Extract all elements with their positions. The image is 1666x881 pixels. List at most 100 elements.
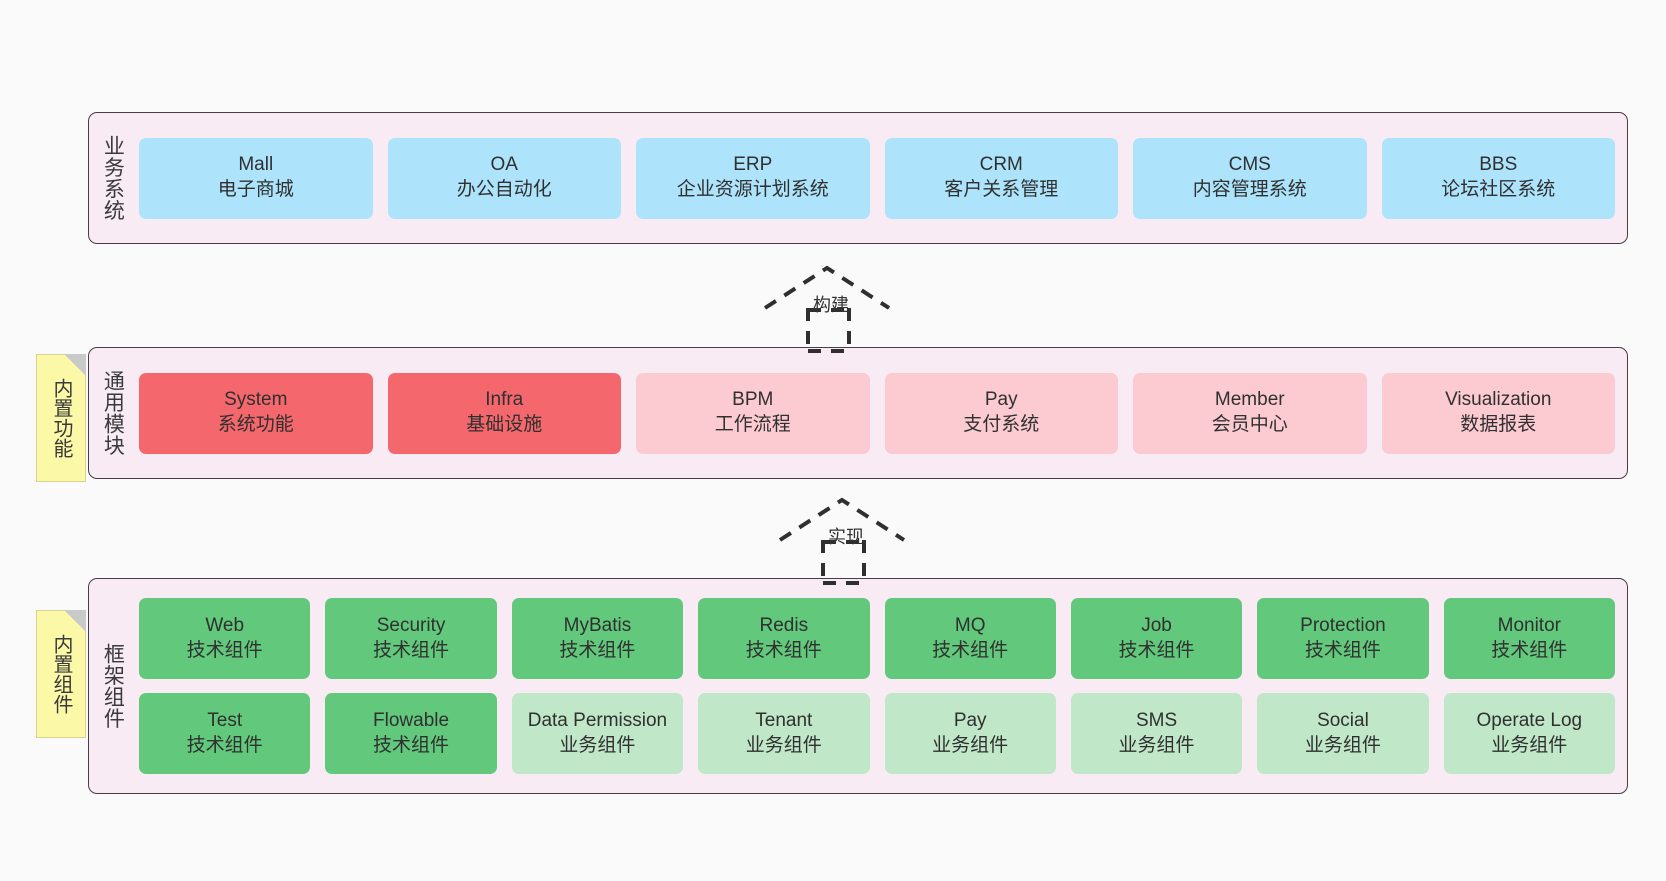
card-sms[interactable]: SMS 业务组件 [1070,693,1243,774]
card-subtitle: 系统功能 [217,414,294,435]
card-monitor[interactable]: Monitor 技术组件 [1443,598,1615,679]
card-subtitle: 支付系统 [963,414,1040,435]
card-subtitle: 企业资源计划系统 [676,179,829,200]
arrow-implement: 实现 [760,490,935,585]
card-subtitle: 业务组件 [1118,734,1195,756]
card-row: Test 技术组件 Flowable 技术组件 Data Permission … [139,693,1615,774]
card-subtitle: 论坛社区系统 [1441,179,1556,200]
card-subtitle: 技术组件 [186,734,263,756]
card-title: BBS [1479,154,1518,176]
card-title: Visualization [1445,389,1552,411]
card-title: Test [207,709,243,731]
card-title: CRM [979,154,1023,176]
card-title: Tenant [755,709,813,731]
layer-title-common-module: 通用模块 [101,370,125,456]
card-data-permission[interactable]: Data Permission 业务组件 [511,693,684,774]
card-title: ERP [733,154,773,176]
card-pay-module[interactable]: Pay 支付系统 [884,372,1118,454]
card-pay-component[interactable]: Pay 业务组件 [884,693,1056,774]
layer-body-common-module: System 系统功能 Infra 基础设施 BPM 工作流程 Pay 支付系统… [135,348,1627,478]
card-subtitle: 技术组件 [373,639,450,661]
card-subtitle: 基础设施 [466,414,543,435]
card-title: MQ [954,614,986,636]
note-builtin-component[interactable]: 内置组件 [36,610,86,738]
card-member[interactable]: Member 会员中心 [1133,372,1367,454]
card-tenant[interactable]: Tenant 业务组件 [698,693,870,774]
card-subtitle: 客户关系管理 [944,179,1059,200]
arrow-build-icon [763,265,891,353]
card-subtitle: 业务组件 [559,734,636,756]
card-bbs[interactable]: BBS 论坛社区系统 [1381,137,1615,219]
card-bpm[interactable]: BPM 工作流程 [636,372,870,454]
card-subtitle: 技术组件 [186,639,263,661]
card-subtitle: 技术组件 [745,639,822,661]
card-flowable[interactable]: Flowable 技术组件 [325,693,497,774]
card-title: OA [490,154,518,176]
card-title: Job [1141,614,1172,636]
card-test[interactable]: Test 技术组件 [139,693,311,774]
card-protection[interactable]: Protection 技术组件 [1257,598,1429,679]
card-title: Member [1214,389,1285,411]
card-mybatis[interactable]: MyBatis 技术组件 [511,598,684,679]
layer-title-framework-component: 框架组件 [101,643,125,729]
card-title: Web [205,614,245,636]
card-subtitle: 电子商城 [217,179,294,200]
card-title: Monitor [1497,614,1561,636]
card-title: CMS [1228,154,1271,176]
card-subtitle: 技术组件 [1304,639,1381,661]
card-security[interactable]: Security 技术组件 [325,598,497,679]
note-builtin-function[interactable]: 内置功能 [36,354,86,482]
card-redis[interactable]: Redis 技术组件 [698,598,870,679]
card-subtitle: 业务组件 [745,734,822,756]
card-row: Mall 电子商城 OA 办公自动化 ERP 企业资源计划系统 CRM 客户关系… [139,137,1615,219]
card-subtitle: 数据报表 [1460,414,1537,435]
card-title: Data Permission [527,709,668,731]
card-mall[interactable]: Mall 电子商城 [139,137,373,219]
card-subtitle: 技术组件 [1118,639,1195,661]
card-subtitle: 技术组件 [559,639,636,661]
card-title: BPM [732,389,774,411]
card-title: Pay [984,389,1018,411]
card-title: Redis [759,614,809,636]
card-subtitle: 业务组件 [1491,734,1568,756]
card-system[interactable]: System 系统功能 [139,372,373,454]
layer-body-business-system: Mall 电子商城 OA 办公自动化 ERP 企业资源计划系统 CRM 客户关系… [135,113,1627,243]
card-infra[interactable]: Infra 基础设施 [387,372,621,454]
card-subtitle: 业务组件 [1304,734,1381,756]
arrow-build-label: 构建 [813,295,849,315]
card-subtitle: 技术组件 [932,639,1009,661]
card-subtitle: 业务组件 [932,734,1009,756]
card-erp[interactable]: ERP 企业资源计划系统 [636,137,870,219]
card-title: Pay [953,709,987,731]
card-title: Mall [238,154,274,176]
card-title: Social [1317,709,1369,731]
card-oa[interactable]: OA 办公自动化 [387,137,621,219]
layer-common-module[interactable]: 通用模块 System 系统功能 Infra 基础设施 BPM 工作流程 Pay… [88,347,1628,479]
card-title: SMS [1135,709,1178,731]
card-web[interactable]: Web 技术组件 [139,598,311,679]
card-cms[interactable]: CMS 内容管理系统 [1133,137,1367,219]
card-title: MyBatis [563,614,632,636]
card-title: Security [376,614,446,636]
card-subtitle: 技术组件 [1491,639,1568,661]
card-title: Flowable [373,709,450,731]
card-title: Infra [485,389,524,411]
card-social[interactable]: Social 业务组件 [1257,693,1429,774]
card-title: Operate Log [1476,709,1583,731]
card-operate-log[interactable]: Operate Log 业务组件 [1443,693,1615,774]
card-title: Protection [1300,614,1386,636]
layer-title-business-system: 业务系统 [101,135,125,221]
card-crm[interactable]: CRM 客户关系管理 [884,137,1118,219]
card-subtitle: 办公自动化 [456,179,552,200]
layer-business-system[interactable]: 业务系统 Mall 电子商城 OA 办公自动化 ERP 企业资源计划系统 CRM… [88,112,1628,244]
card-row: Web 技术组件 Security 技术组件 MyBatis 技术组件 Redi… [139,598,1615,679]
note-builtin-function-label: 内置功能 [50,378,72,458]
card-mq[interactable]: MQ 技术组件 [884,598,1056,679]
card-visualization[interactable]: Visualization 数据报表 [1381,372,1615,454]
arrow-implement-icon [778,497,906,585]
card-subtitle: 会员中心 [1211,414,1288,435]
layer-framework-component[interactable]: 框架组件 Web 技术组件 Security 技术组件 MyBatis 技术组件… [88,578,1628,794]
arrow-build: 构建 [745,258,920,353]
card-title: System [224,389,288,411]
card-job[interactable]: Job 技术组件 [1070,598,1243,679]
